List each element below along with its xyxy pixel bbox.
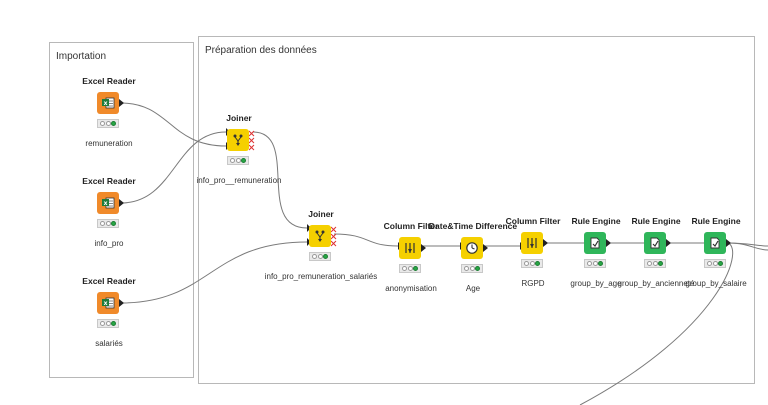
rule-engine-icon[interactable] (584, 232, 606, 254)
node-title: Rule Engine (691, 216, 741, 226)
node-title: Joiner (226, 113, 252, 123)
annotation-preparation-label: Préparation des données (205, 45, 317, 56)
node-title: Column Filter (383, 221, 439, 231)
status-traffic-light (461, 264, 483, 273)
node-label[interactable]: group_by_ancienneté (617, 279, 695, 288)
node-label[interactable]: info_pro_remuneration_salariés (264, 272, 378, 281)
status-traffic-light (584, 259, 606, 268)
node-label[interactable]: anonymisation (385, 284, 437, 293)
svg-text:x: x (104, 200, 108, 207)
wire-reader2-joiner1 (120, 131, 227, 204)
status-traffic-light (704, 259, 726, 268)
wire-rule3-out-3 (579, 242, 734, 405)
svg-text:x: x (104, 100, 108, 107)
joiner-icon[interactable] (227, 129, 249, 151)
output-port[interactable] (119, 99, 124, 107)
node-title: Column Filter (505, 216, 561, 226)
status-traffic-light (227, 156, 249, 165)
rule-engine-icon[interactable] (644, 232, 666, 254)
column-filter-icon[interactable] (399, 237, 421, 259)
output-port[interactable] (606, 239, 611, 247)
node-label[interactable]: group_by_age (570, 279, 622, 288)
output-port[interactable] (119, 199, 124, 207)
node-label[interactable]: info_pro__remuneration (196, 176, 282, 185)
output-port[interactable] (726, 239, 731, 247)
node-label[interactable]: group_by_salaire (685, 279, 747, 288)
rule-engine-icon[interactable] (704, 232, 726, 254)
status-traffic-light (97, 119, 119, 128)
node-label[interactable]: salariés (95, 339, 123, 348)
node-title: Rule Engine (571, 216, 621, 226)
status-traffic-light (644, 259, 666, 268)
output-port-x-icon[interactable] (249, 129, 255, 151)
excel-reader-icon[interactable]: x (97, 192, 119, 214)
excel-reader-icon[interactable]: x (97, 292, 119, 314)
wire-rule3-out-2 (727, 242, 768, 251)
output-port[interactable] (543, 239, 548, 247)
node-title: Excel Reader (82, 176, 136, 186)
node-title: Excel Reader (82, 276, 136, 286)
column-filter-icon[interactable] (521, 232, 543, 254)
wire-reader3-joiner2 (120, 241, 308, 304)
joiner-icon[interactable] (309, 225, 331, 247)
output-port[interactable] (119, 299, 124, 307)
status-traffic-light (309, 252, 331, 261)
svg-text:x: x (104, 300, 108, 307)
output-port[interactable] (483, 244, 488, 252)
status-traffic-light (97, 319, 119, 328)
wire-joiner1-joiner2 (252, 131, 308, 229)
node-label[interactable]: Age (465, 284, 481, 293)
node-title: Excel Reader (82, 76, 136, 86)
node-title: Rule Engine (631, 216, 681, 226)
excel-reader-icon[interactable]: x (97, 92, 119, 114)
clock-icon[interactable] (461, 237, 483, 259)
wire-joiner2-filter1 (333, 233, 399, 247)
node-label[interactable]: info_pro (94, 239, 124, 248)
wire-reader1-joiner1 (120, 102, 227, 147)
node-title: Joiner (308, 209, 334, 219)
node-title: Date&Time Difference (428, 221, 518, 231)
output-port[interactable] (421, 244, 426, 252)
status-traffic-light (97, 219, 119, 228)
node-label[interactable]: RGPD (521, 279, 545, 288)
status-traffic-light (399, 264, 421, 273)
node-label[interactable]: remuneration (85, 139, 133, 148)
annotation-importation[interactable]: Importation (49, 42, 194, 378)
status-traffic-light (521, 259, 543, 268)
annotation-importation-label: Importation (56, 51, 107, 62)
output-port[interactable] (666, 239, 671, 247)
annotation-preparation[interactable]: Préparation des données (198, 36, 755, 384)
output-port-x-icon[interactable] (331, 225, 337, 247)
